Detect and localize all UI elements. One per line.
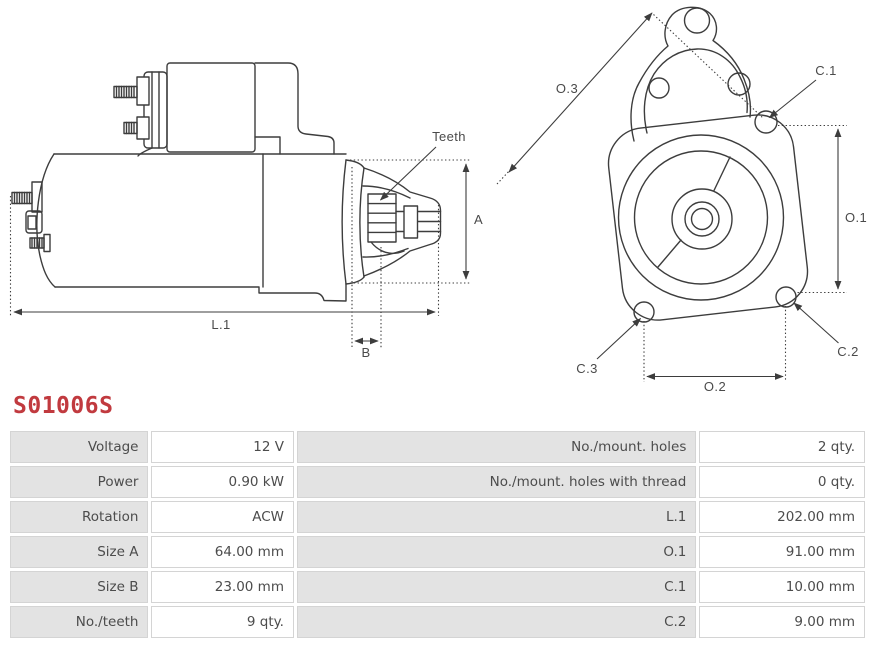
- spec-value: 0 qty.: [699, 466, 865, 498]
- drive-end-housing: [341, 159, 442, 285]
- dim-label-o2: O.2: [704, 379, 726, 392]
- spec-value: 9 qty.: [151, 606, 294, 638]
- c1-leader-line: [768, 79, 817, 119]
- spec-value: ACW: [151, 501, 294, 533]
- spec-label: No./teeth: [10, 606, 149, 638]
- mount-hole-c1: [754, 110, 778, 134]
- extension-lines: [9, 159, 471, 348]
- spec-label: Power: [10, 466, 149, 498]
- front-view-drawing: [607, 6, 809, 323]
- spec-value: 9.00 mm: [699, 606, 865, 638]
- spec-label: O.1: [296, 536, 697, 568]
- table-row: No./teeth 9 qty. C.2 9.00 mm: [10, 606, 865, 638]
- dim-label-o3: O.3: [556, 81, 578, 96]
- bell-right-hole: [727, 72, 751, 96]
- bell-housing: [630, 6, 752, 142]
- spec-label: C.1: [296, 571, 697, 603]
- front-view-dimensions: [496, 12, 847, 382]
- teeth-leader-line: [379, 146, 437, 201]
- front-face-circles: [617, 134, 785, 301]
- dim-label-c3: C.3: [576, 361, 597, 376]
- c3-leader-line: [596, 317, 642, 360]
- spec-value: 0.90 kW: [151, 466, 294, 498]
- dim-label-o1: O.1: [845, 210, 867, 225]
- technical-diagram: A L.1 B Teeth: [9, 6, 867, 394]
- spec-label: L.1: [296, 501, 697, 533]
- side-view-dimensions: [9, 146, 471, 348]
- teeth-label: Teeth: [432, 129, 466, 144]
- spec-label: No./mount. holes with thread: [296, 466, 697, 498]
- spec-value: 91.00 mm: [699, 536, 865, 568]
- part-number: S01006S: [13, 393, 114, 419]
- specs-table: Voltage 12 V No./mount. holes 2 qty. Pow…: [7, 428, 868, 641]
- spec-label: Size A: [10, 536, 149, 568]
- table-row: Voltage 12 V No./mount. holes 2 qty.: [10, 431, 865, 463]
- table-row: Rotation ACW L.1 202.00 mm: [10, 501, 865, 533]
- side-view-drawing: [11, 62, 442, 302]
- dim-line-o3: [508, 12, 653, 173]
- dim-label-c1: C.1: [815, 63, 836, 78]
- mount-hole-c3: [633, 301, 655, 323]
- spec-label: Voltage: [10, 431, 149, 463]
- motor-main-body: [36, 153, 347, 302]
- pinion-teeth: [367, 193, 397, 243]
- starter-motor-drawing: A L.1 B Teeth: [9, 6, 867, 394]
- bell-left-hole: [648, 77, 670, 99]
- solenoid: [113, 62, 335, 157]
- flange-mounting-holes: [633, 110, 797, 323]
- spec-label: Size B: [10, 571, 149, 603]
- bell-top-hole: [683, 7, 711, 34]
- c2-leader-line: [793, 302, 839, 344]
- dim-label-l1: L.1: [211, 317, 230, 332]
- spec-value: 10.00 mm: [699, 571, 865, 603]
- spec-value: 2 qty.: [699, 431, 865, 463]
- body-terminal-studs: [11, 181, 51, 253]
- extension-lines-front: [496, 14, 847, 382]
- dim-label-a: A: [474, 212, 483, 227]
- spec-label: Rotation: [10, 501, 149, 533]
- mounting-flange: [607, 114, 809, 321]
- spec-value: 23.00 mm: [151, 571, 294, 603]
- spec-value: 12 V: [151, 431, 294, 463]
- spec-value: 202.00 mm: [699, 501, 865, 533]
- table-row: Size B 23.00 mm C.1 10.00 mm: [10, 571, 865, 603]
- dim-label-b: B: [361, 345, 370, 360]
- table-row: Power 0.90 kW No./mount. holes with thre…: [10, 466, 865, 498]
- table-row: Size A 64.00 mm O.1 91.00 mm: [10, 536, 865, 568]
- spec-label: No./mount. holes: [296, 431, 697, 463]
- spec-value: 64.00 mm: [151, 536, 294, 568]
- spec-label: C.2: [296, 606, 697, 638]
- dim-label-c2: C.2: [837, 344, 858, 359]
